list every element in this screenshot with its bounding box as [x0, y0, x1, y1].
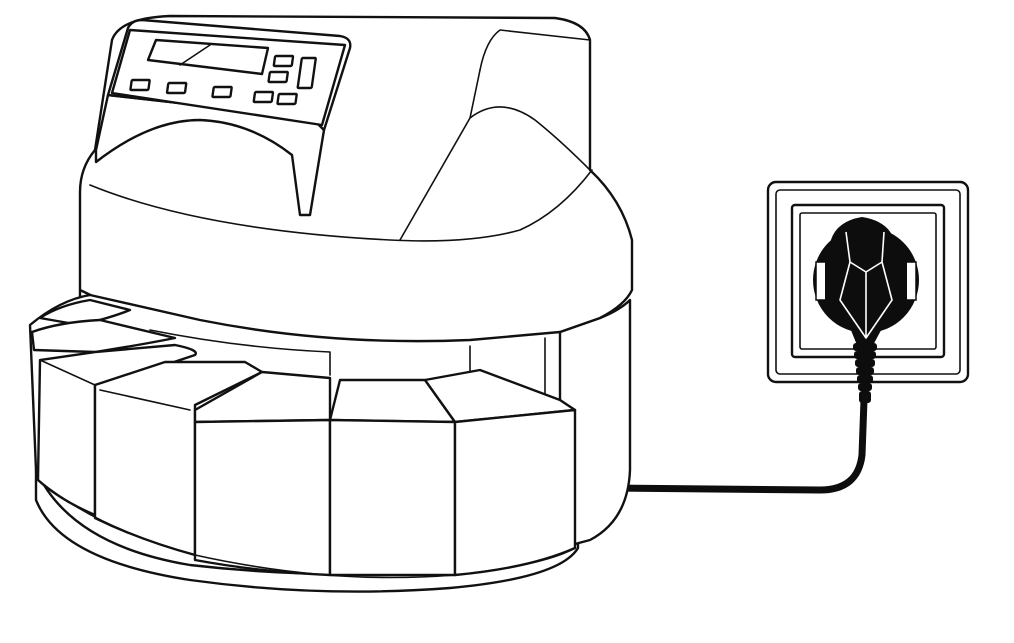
coin-tubes: [36, 343, 577, 577]
coin-tube-2-lid: [99, 389, 191, 411]
plug-facets: [839, 231, 893, 339]
power-cord: [608, 396, 868, 494]
button-5[interactable]: [276, 92, 298, 106]
button-1[interactable]: [129, 78, 151, 92]
control-panel: [106, 18, 352, 132]
coin-tube-3[interactable]: [193, 370, 332, 424]
base-lip: [37, 479, 576, 579]
coin-tube-5[interactable]: [423, 368, 577, 424]
coin-tube-5-body[interactable]: [453, 408, 577, 577]
coin-tube-3-body[interactable]: [193, 418, 332, 577]
button-4[interactable]: [252, 90, 275, 104]
hood-arch: [94, 93, 326, 217]
coin-tube-1-edge: [39, 359, 96, 386]
coin-sorter-machine: [28, 14, 634, 593]
side-panel-edge-2: [469, 69, 481, 119]
side-panel: [399, 106, 591, 241]
lcd-glare: [179, 44, 211, 66]
coin-tube-4-body[interactable]: [328, 418, 457, 577]
button-6[interactable]: [272, 54, 295, 68]
side-panel-edge: [479, 29, 591, 71]
button-7[interactable]: [267, 70, 289, 84]
button-2[interactable]: [165, 81, 188, 95]
bezel-curve: [89, 169, 593, 242]
wall-socket: [766, 180, 970, 403]
plug-strain-relief: [853, 343, 877, 403]
button-8[interactable]: [296, 56, 317, 90]
button-3[interactable]: [211, 85, 233, 99]
lcd-screen: [146, 38, 270, 76]
carousel-inner-line: [149, 329, 331, 376]
